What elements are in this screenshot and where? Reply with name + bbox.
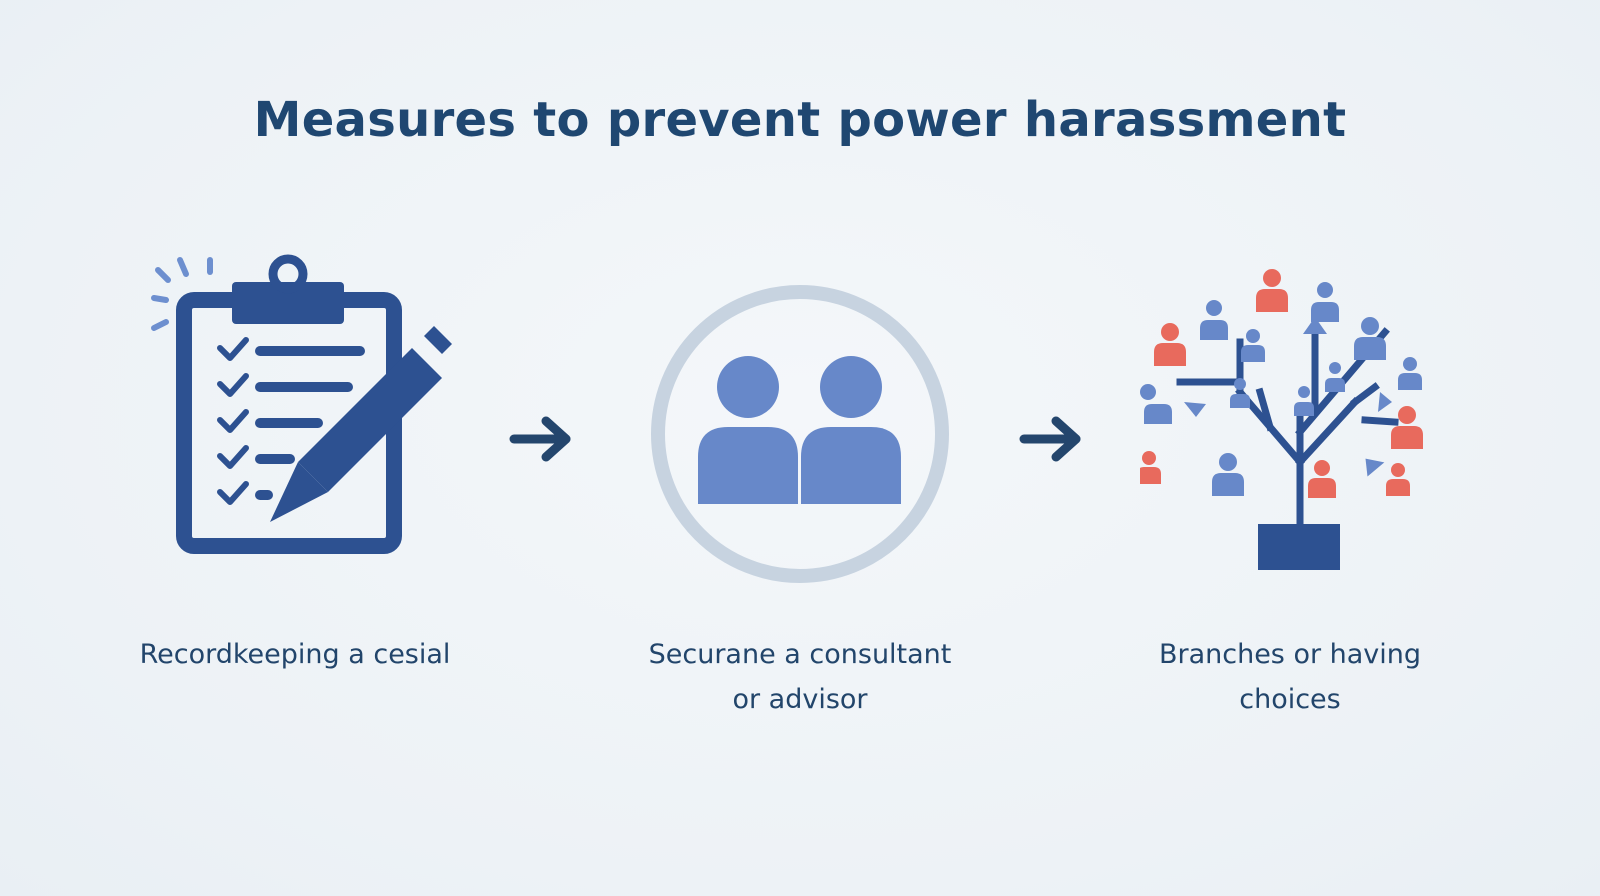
diagram-title: Measures to prevent power harassment: [253, 92, 1347, 148]
people-blue: [1140, 282, 1422, 496]
branching-tree-people-icon: [1140, 269, 1423, 570]
sparkle-lines: [151, 257, 213, 331]
arrow-right-icon: [509, 416, 571, 462]
step-1-label-text: Recordkeeping a cesial: [139, 639, 451, 670]
step-2-label-line1: Securane a consultant: [648, 639, 952, 670]
step-3-label-line2: choices: [1239, 684, 1341, 715]
two-people-in-circle-icon: [651, 285, 949, 583]
step-2-label-line2: or advisor: [732, 684, 868, 715]
pencil-icon: [270, 326, 452, 522]
person-left: [698, 356, 798, 504]
person-right: [801, 356, 901, 504]
step-3-label: Branches or having choices: [1110, 632, 1470, 722]
step-3-label-line1: Branches or having: [1158, 639, 1422, 670]
step-1-label: Recordkeeping a cesial: [110, 632, 480, 677]
clipboard-checklist-pencil-icon: [151, 254, 452, 554]
step-2-label: Securane a consultant or advisor: [600, 632, 1000, 722]
arrow-right-icon: [1019, 416, 1081, 462]
people-red: [1140, 269, 1423, 498]
